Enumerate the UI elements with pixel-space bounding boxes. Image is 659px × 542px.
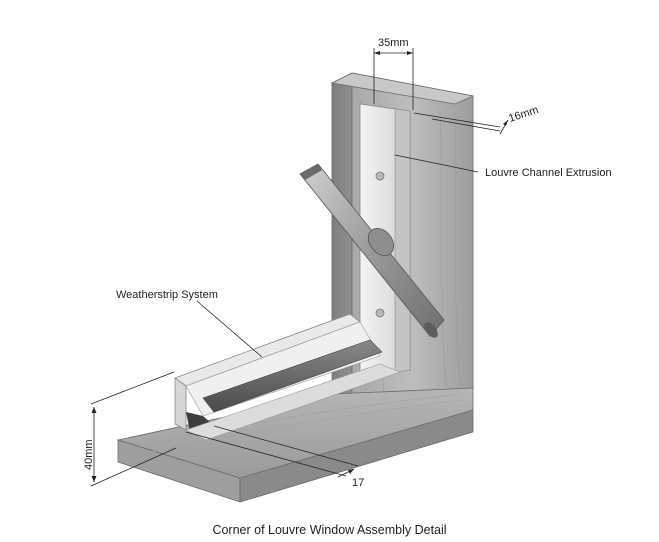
louvre-channel-label: Louvre Channel Extrusion bbox=[485, 167, 612, 179]
weatherstrip-system bbox=[174, 313, 401, 441]
dimension-16mm-label: 16mm bbox=[507, 104, 540, 125]
diagram-caption: Corner of Louvre Window Assembly Detail bbox=[212, 523, 447, 537]
screw-bottom-icon bbox=[375, 308, 385, 318]
screw-top-icon bbox=[375, 171, 385, 181]
dimension-35mm bbox=[373, 48, 414, 110]
dimension-40mm-label: 40mm bbox=[83, 439, 95, 470]
dimension-35mm-label: 35mm bbox=[378, 37, 409, 49]
louvre-channel-leader bbox=[394, 154, 479, 173]
weatherstrip-label: Weatherstrip System bbox=[116, 289, 218, 301]
louvre-blade bbox=[299, 163, 445, 338]
dimension-40mm bbox=[90, 371, 177, 487]
dimension-17 bbox=[185, 425, 359, 478]
dimension-17-label: 17 bbox=[352, 477, 364, 489]
dimension-16mm bbox=[413, 112, 509, 135]
horizontal-sill bbox=[116, 387, 474, 503]
weatherstrip-leader bbox=[196, 300, 263, 358]
